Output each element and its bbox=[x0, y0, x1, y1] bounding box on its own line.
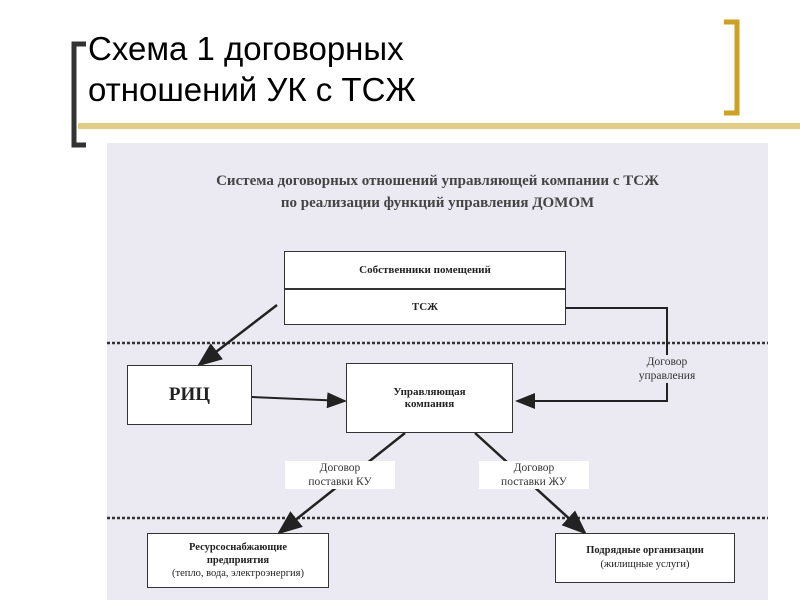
node-contractors-label-line1: Подрядные организации bbox=[586, 545, 704, 556]
node-owners: Собственники помещений bbox=[284, 251, 566, 289]
edge-label-zhu-line2: поставки ЖУ bbox=[501, 476, 567, 488]
node-resource-label-line2: предприятия bbox=[206, 555, 270, 566]
edge-label-ku-line1: Договор bbox=[319, 462, 361, 474]
node-owners-label: Собственники помещений bbox=[359, 264, 491, 276]
edge-label-management-line2: управления bbox=[638, 370, 696, 382]
left-bracket bbox=[71, 41, 86, 148]
node-tszh-label: ТСЖ bbox=[411, 301, 439, 313]
node-resource-suppliers: Ресурсоснабжающие предприятия (тепло, во… bbox=[147, 533, 329, 588]
edge-label-zhu: Договор поставки ЖУ bbox=[479, 461, 589, 489]
right-bracket bbox=[724, 19, 740, 116]
diagram-title-line2: по реализации функций управления ДОМОМ bbox=[280, 195, 595, 211]
node-tszh: ТСЖ bbox=[284, 289, 566, 325]
edge-label-management-line1: Договор bbox=[646, 356, 688, 368]
edge-label-zhu-line1: Договор bbox=[513, 462, 555, 474]
node-ric: РИЦ bbox=[127, 365, 252, 425]
edge-label-ku-line2: поставки КУ bbox=[308, 476, 372, 488]
node-ric-label: РИЦ bbox=[168, 384, 211, 405]
arrow-tszh-to-ric bbox=[197, 304, 278, 367]
node-resource-label-line1: Ресурсоснабжающие bbox=[189, 542, 287, 553]
node-uk-label-line2: компания bbox=[404, 398, 455, 410]
arrow-tszh-to-uk bbox=[515, 307, 668, 409]
edge-label-ku: Договор поставки КУ bbox=[285, 461, 395, 489]
edge-label-management: Договор управления bbox=[617, 355, 717, 383]
node-management-company: Управляющая компания bbox=[346, 363, 513, 433]
diagram-image: Система договорных отношений управляющей… bbox=[107, 143, 768, 600]
decor-bar-and-brackets bbox=[71, 19, 800, 148]
gold-accent-bar bbox=[78, 123, 800, 129]
slide-title: Схема 1 договорных отношений УК с ТСЖ bbox=[88, 30, 416, 108]
node-contractors: Подрядные организации (жилищные услуги) bbox=[555, 533, 735, 583]
node-contractors-label-line2: (жилищные услуги) bbox=[600, 559, 690, 570]
arrow-ric-to-uk bbox=[251, 392, 347, 409]
node-resource-label-line3: (тепло, вода, электроэнергия) bbox=[171, 568, 304, 579]
node-uk-label-line1: Управляющая bbox=[393, 386, 466, 398]
diagram-title-line1: Система договорных отношений управляющей… bbox=[216, 173, 659, 189]
